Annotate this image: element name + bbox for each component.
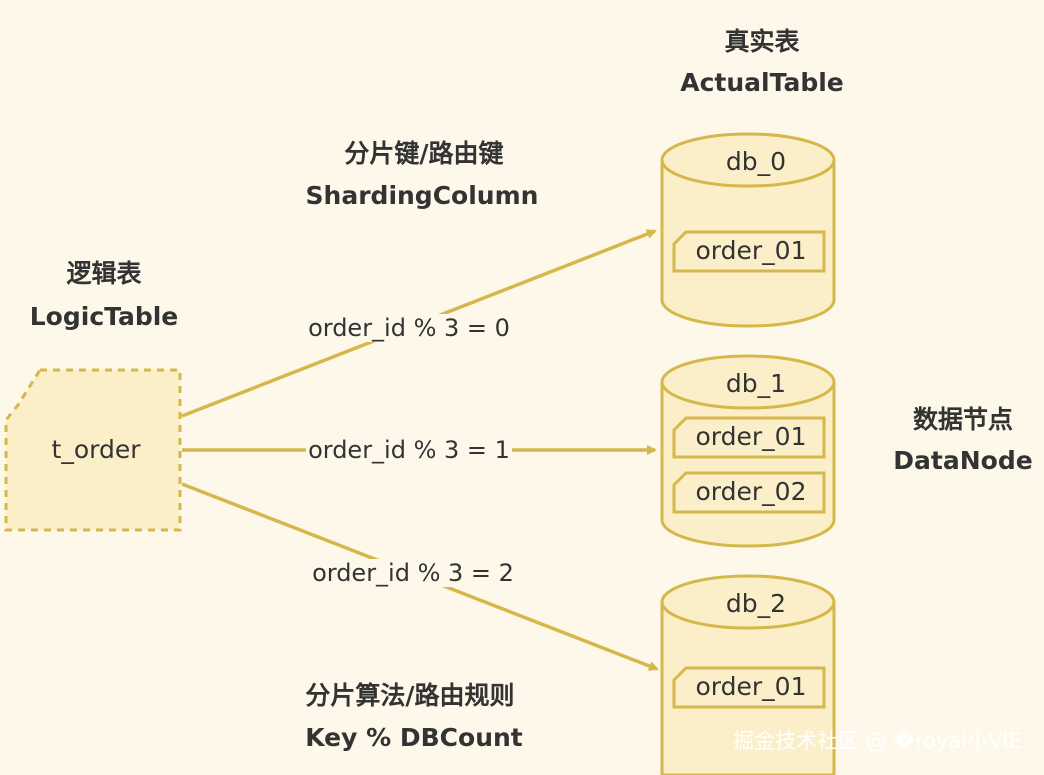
db-0-cylinder: [660, 132, 836, 328]
route-0-label: order_id % 3 = 0: [306, 314, 512, 342]
route-1-label: order_id % 3 = 1: [306, 436, 512, 464]
db-0-table-0-name: order_01: [695, 236, 807, 265]
route-2-label: order_id % 3 = 2: [310, 559, 516, 587]
actual-table-title-en: ActualTable: [680, 68, 844, 97]
data-node-title-cn: 数据节点: [912, 405, 1014, 434]
sharding-column-title-en: ShardingColumn: [305, 181, 539, 210]
actual-table-title-cn: 真实表: [724, 27, 800, 56]
logic-table-card: [4, 368, 182, 532]
logic-table-title-cn: 逻辑表: [66, 259, 142, 288]
db-1-table-1-name: order_02: [695, 477, 807, 506]
logic-table-title-en: LogicTable: [29, 302, 179, 331]
db-2-table-0-name: order_01: [695, 672, 807, 701]
db-1-table-1-card: [672, 471, 826, 514]
data-node-title-en: DataNode: [893, 446, 1033, 475]
watermark: 掘金技术社区 @ �royal小VIE: [733, 729, 1022, 753]
sharding-column-title-cn: 分片键/路由键: [344, 139, 504, 168]
db-2-cylinder: [660, 574, 836, 775]
db-1-cylinder: [660, 354, 836, 548]
algorithm-title-cn: 分片算法/路由规则: [305, 681, 515, 710]
db-0-name: db_0: [725, 147, 787, 176]
db-0-table-0-card: [672, 230, 826, 273]
logic-table-name: t_order: [51, 435, 141, 464]
db-1-table-0-card: [672, 416, 826, 459]
db-1-table-0-name: order_01: [695, 422, 807, 451]
algorithm-title-en: Key % DBCount: [305, 723, 523, 752]
db-1-name: db_1: [725, 369, 787, 398]
db-2-table-0-card: [672, 666, 826, 709]
db-2-name: db_2: [725, 589, 787, 618]
